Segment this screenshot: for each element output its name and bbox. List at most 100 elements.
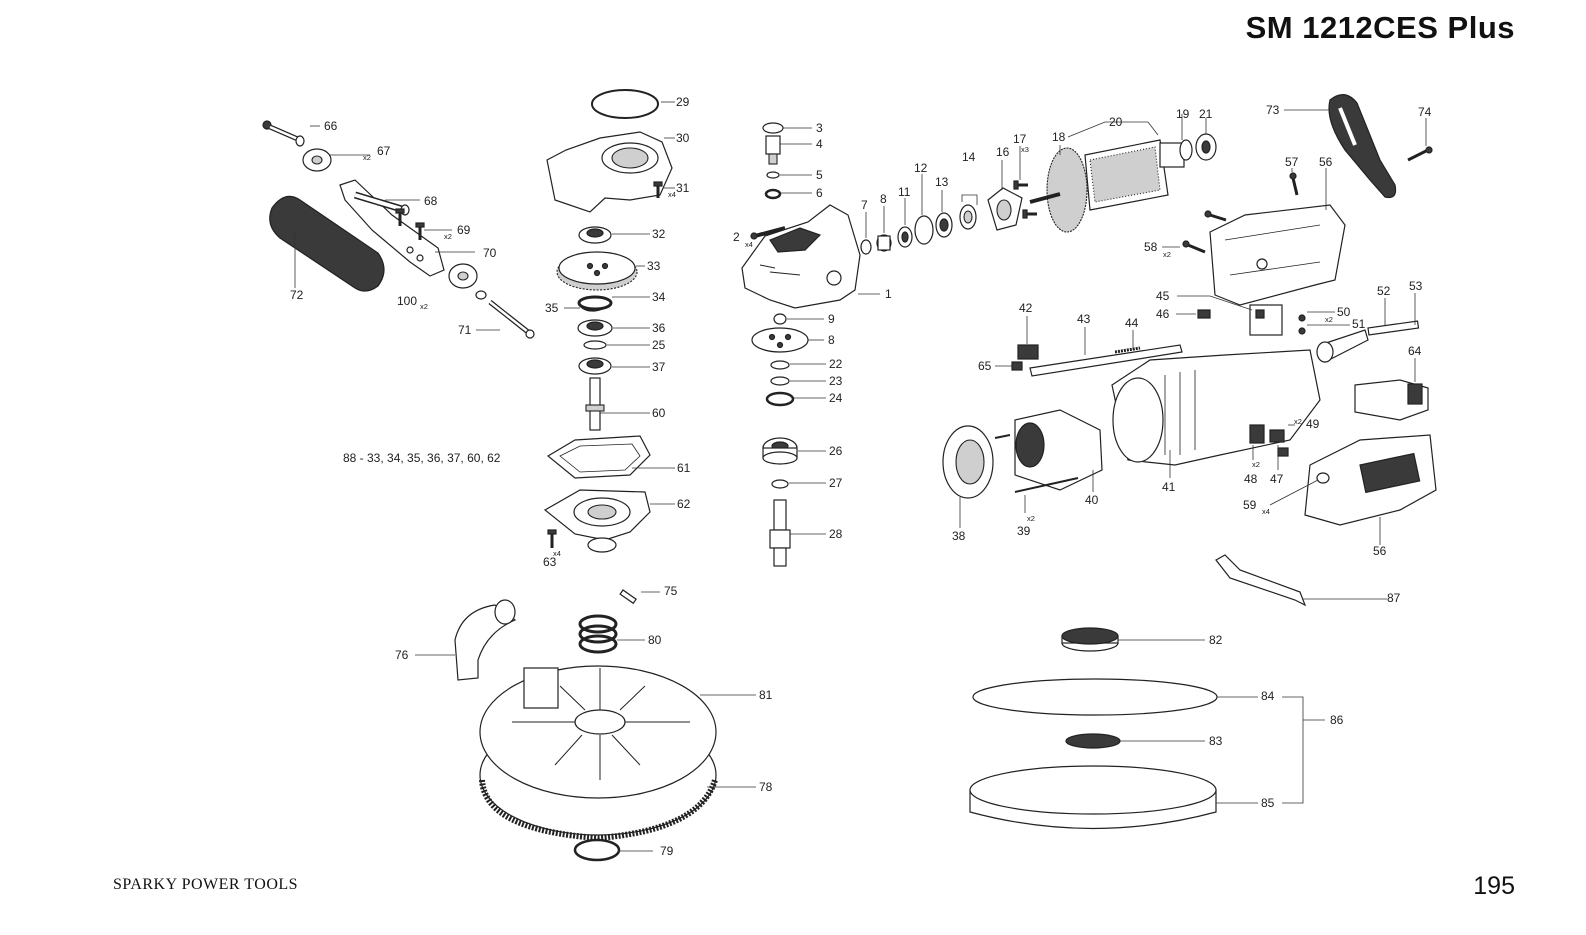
callout-70: 70 — [483, 246, 497, 260]
part-22-washer — [770, 360, 790, 370]
part-73-handle — [1328, 94, 1397, 199]
callout-8-disc: 8 — [828, 333, 835, 347]
callout-43: 43 — [1077, 312, 1091, 326]
callout-26: 26 — [829, 444, 843, 458]
part-25-washer — [583, 340, 607, 350]
part-60-spindle — [585, 377, 605, 431]
part-9-bushing — [773, 313, 787, 325]
part-70-washer — [448, 263, 478, 289]
part-100-nut — [475, 290, 487, 300]
qty-59: x4 — [1262, 507, 1270, 516]
callout-19: 19 — [1176, 107, 1190, 121]
callout-45: 45 — [1156, 289, 1170, 303]
callout-67: 67 — [377, 144, 391, 158]
part-4-shaft — [765, 135, 781, 165]
callout-68: 68 — [424, 194, 438, 208]
callout-9: 9 — [828, 312, 835, 326]
part-59-screw — [1316, 472, 1330, 484]
part-44-spring — [1114, 346, 1141, 354]
callout-20: 20 — [1109, 115, 1123, 129]
part-11-bearing — [897, 226, 913, 248]
callout-30: 30 — [676, 131, 690, 145]
part-36-bearing — [577, 319, 613, 337]
callout-1: 1 — [885, 287, 892, 301]
callout-49: 49 — [1306, 417, 1320, 431]
qty-69: x2 — [444, 232, 452, 241]
callout-32: 32 — [652, 227, 666, 241]
callout-61: 61 — [677, 461, 691, 475]
part-69-screws — [395, 208, 425, 240]
callout-22: 22 — [829, 357, 843, 371]
callout-38: 38 — [952, 529, 966, 543]
callout-100: 100 — [397, 294, 417, 308]
callout-83: 83 — [1209, 734, 1223, 748]
qty-49: x2 — [1294, 417, 1302, 426]
callout-79: 79 — [660, 844, 674, 858]
callout-2: 2 — [733, 230, 740, 244]
callout-47: 47 — [1270, 472, 1284, 486]
part-34-35-springs — [577, 295, 613, 312]
qty-58: x2 — [1163, 250, 1171, 259]
part-16-plate — [987, 187, 1023, 231]
part-28-shaft — [769, 499, 791, 567]
qty-63: x4 — [553, 549, 561, 558]
part-30-gear-housing — [546, 131, 673, 213]
part-82-hub — [1061, 627, 1119, 652]
part-20-armature — [1084, 139, 1185, 211]
part-56-top-cover — [1209, 204, 1346, 306]
part-31-screw — [653, 181, 663, 198]
callout-21: 21 — [1199, 107, 1213, 121]
callout-36: 36 — [652, 321, 666, 335]
callout-56-rear: 56 — [1373, 544, 1387, 558]
callout-18: 18 — [1052, 130, 1066, 144]
part-84-interface-pad — [972, 678, 1218, 716]
part-6-spring — [764, 188, 782, 200]
callout-24: 24 — [829, 391, 843, 405]
callout-69: 69 — [457, 223, 471, 237]
qty-17: x3 — [1021, 145, 1029, 154]
callout-29: 29 — [676, 95, 690, 109]
callout-13: 13 — [935, 175, 949, 189]
callout-75: 75 — [664, 584, 678, 598]
part-52-cable-sleeve — [1316, 329, 1369, 363]
callout-53: 53 — [1409, 279, 1423, 293]
page-number: 195 — [1473, 872, 1515, 900]
part-27-washer — [771, 479, 789, 489]
part-3-washer — [762, 122, 784, 134]
part-5-washer — [766, 171, 780, 179]
callout-74: 74 — [1418, 105, 1432, 119]
callout-31: 31 — [676, 181, 690, 195]
callout-64: 64 — [1408, 344, 1422, 358]
callout-7: 7 — [861, 198, 868, 212]
part-68-bracket — [339, 179, 445, 277]
callout-42: 42 — [1019, 301, 1033, 315]
callout-73: 73 — [1266, 103, 1280, 117]
callout-23: 23 — [829, 374, 843, 388]
qty-67: x2 — [363, 153, 371, 162]
qty-48: x2 — [1252, 460, 1260, 469]
part-85-backing-pad — [969, 765, 1217, 830]
callout-12: 12 — [914, 161, 928, 175]
callout-56-top: 56 — [1319, 155, 1333, 169]
part-65-clip — [1011, 361, 1023, 371]
callout-72: 72 — [290, 288, 304, 302]
part-1-gear-head — [741, 204, 861, 309]
callout-41: 41 — [1162, 480, 1176, 494]
callout-33: 33 — [647, 259, 661, 273]
part-78-ring-gear — [479, 779, 718, 842]
part-74-screw — [1407, 146, 1433, 162]
callout-27: 27 — [829, 476, 843, 490]
part-40-stator — [1014, 409, 1103, 491]
callout-87: 87 — [1387, 591, 1401, 605]
callout-11: 11 — [898, 185, 911, 199]
callout-37: 37 — [652, 360, 666, 374]
page-title: SM 1212CES Plus — [1245, 10, 1515, 45]
part-12-ring — [914, 215, 934, 245]
part-57-screw — [1289, 172, 1299, 196]
part-43-slide-bar — [1029, 344, 1183, 377]
callout-46: 46 — [1156, 307, 1170, 321]
footer-brand: SPARKY POWER TOOLS — [113, 876, 299, 893]
part-32-bearing — [578, 226, 612, 244]
part-61-gasket — [546, 435, 651, 479]
part-80-spring — [578, 614, 618, 654]
